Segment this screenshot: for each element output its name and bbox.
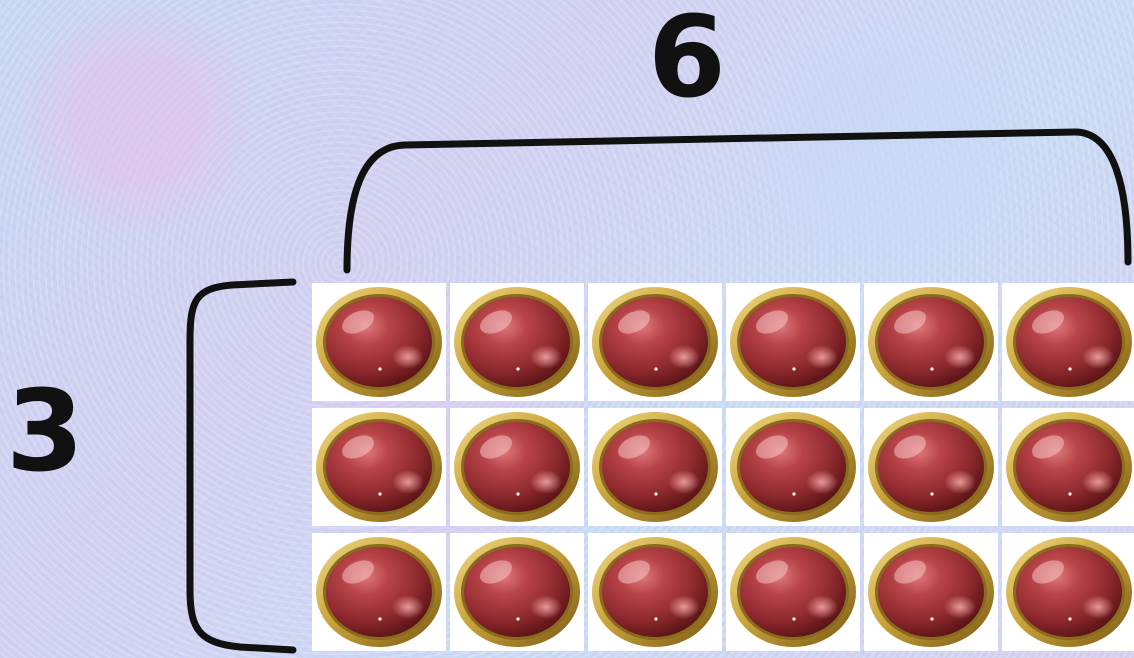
red-gem-button-icon: [590, 535, 720, 649]
array-cell: [726, 408, 860, 526]
array-cell: [312, 283, 446, 401]
red-gem-button-icon: [866, 535, 996, 649]
red-gem-button-icon: [452, 285, 582, 399]
array-cell: [588, 533, 722, 651]
array-cell: [450, 408, 584, 526]
red-gem-button-icon: [1004, 410, 1134, 524]
array-cell: [726, 533, 860, 651]
array-cell: [1002, 283, 1134, 401]
red-gem-button-icon: [314, 535, 444, 649]
array-cell: [864, 533, 998, 651]
array-cell: [1002, 408, 1134, 526]
red-gem-button-icon: [866, 285, 996, 399]
red-gem-button-icon: [452, 410, 582, 524]
array-cell: [588, 283, 722, 401]
array-cell: [726, 283, 860, 401]
array-cell: [864, 283, 998, 401]
red-gem-button-icon: [728, 285, 858, 399]
array-cell: [312, 408, 446, 526]
red-gem-button-icon: [728, 535, 858, 649]
red-gem-button-icon: [590, 285, 720, 399]
array-cell: [864, 408, 998, 526]
array-cell: [450, 283, 584, 401]
array-cell: [312, 533, 446, 651]
red-gem-button-icon: [452, 535, 582, 649]
array-cell: [1002, 533, 1134, 651]
red-gem-button-icon: [1004, 535, 1134, 649]
red-gem-button-icon: [314, 410, 444, 524]
red-gem-button-icon: [1004, 285, 1134, 399]
red-gem-button-icon: [314, 285, 444, 399]
red-gem-button-icon: [728, 410, 858, 524]
array-cell: [450, 533, 584, 651]
red-gem-button-icon: [866, 410, 996, 524]
array-cell: [588, 408, 722, 526]
red-gem-button-icon: [590, 410, 720, 524]
